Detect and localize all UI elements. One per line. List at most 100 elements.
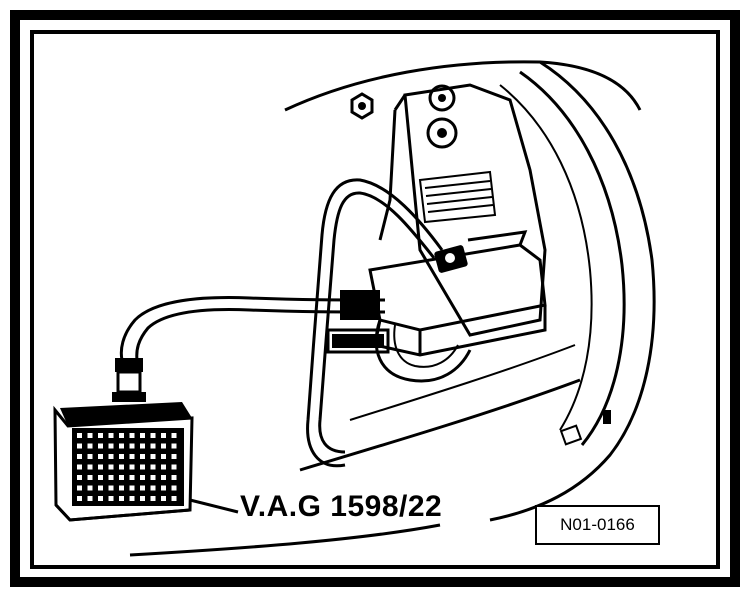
- callout-leader-line: [189, 498, 239, 514]
- socket-hole: [129, 454, 135, 459]
- socket-hole: [108, 475, 114, 480]
- socket-hole: [129, 475, 135, 480]
- socket-hole: [87, 475, 93, 480]
- socket-hole: [108, 454, 114, 459]
- socket-hole: [98, 475, 103, 480]
- socket-hole: [171, 443, 177, 449]
- socket-hole: [171, 485, 177, 491]
- socket-hole: [77, 485, 82, 491]
- socket-hole: [171, 454, 177, 459]
- figure-reference-box: N01-0166: [535, 505, 660, 545]
- socket-hole: [161, 475, 166, 480]
- body-upper-curve: [284, 60, 642, 112]
- socket-hole: [171, 433, 177, 438]
- socket-hole: [87, 485, 93, 491]
- adapter-cable-outer: [119, 296, 386, 361]
- panel-hole-2-inner: [437, 128, 447, 138]
- socket-hole: [77, 454, 82, 459]
- bolt-icon: [350, 92, 374, 120]
- sill-line: [299, 378, 581, 472]
- wheel-arch-inner-2: [499, 84, 593, 431]
- socket-hole: [87, 443, 93, 449]
- socket-hole: [119, 464, 124, 470]
- adapter-cable-inner: [135, 308, 386, 361]
- panel-hole-1-inner: [438, 94, 446, 102]
- body-lower-curve: [129, 523, 441, 557]
- socket-hole: [98, 433, 103, 438]
- socket-hole: [77, 475, 82, 480]
- socket-hole: [98, 485, 103, 491]
- socket-hole: [77, 433, 82, 438]
- sill-line-2: [349, 344, 576, 421]
- wheel-arch-outer: [489, 60, 656, 522]
- figure-reference-label: N01-0166: [560, 515, 635, 534]
- socket-hole: [108, 433, 114, 438]
- test-cable-inner: [318, 191, 436, 454]
- socket-hole: [171, 475, 177, 480]
- panel-hole-2: [426, 117, 458, 149]
- socket-hole: [140, 475, 145, 480]
- socket-hole: [171, 496, 177, 501]
- socket-hole: [119, 433, 124, 438]
- socket-hole: [108, 496, 114, 501]
- socket-hole: [98, 443, 103, 449]
- socket-hole: [161, 454, 166, 459]
- socket-hole: [140, 496, 145, 501]
- socket-hole: [119, 496, 124, 501]
- socket-hole: [150, 454, 156, 459]
- label-plate: [418, 170, 497, 224]
- socket-hole: [161, 443, 166, 449]
- socket-hole: [77, 443, 82, 449]
- socket-hole: [171, 464, 177, 470]
- panel-flange: [378, 94, 407, 241]
- socket-hole: [87, 496, 93, 501]
- tool-callout-label: V.A.G 1598/22: [240, 490, 443, 523]
- strain-relief: [112, 358, 146, 402]
- socket-hole: [129, 485, 135, 491]
- cable-branch-2: [393, 324, 459, 368]
- socket-hole: [161, 464, 166, 470]
- socket-hole: [77, 464, 82, 470]
- socket-hole: [98, 464, 103, 470]
- socket-hole: [98, 454, 103, 459]
- socket-hole: [140, 464, 145, 470]
- cable-branch-1: [374, 319, 472, 383]
- socket-hole: [140, 443, 145, 449]
- socket-hole: [108, 485, 114, 491]
- socket-hole: [161, 496, 166, 501]
- test-cable-outer: [306, 178, 444, 468]
- socket-hole: [119, 443, 124, 449]
- socket-hole: [87, 464, 93, 470]
- socket-hole: [119, 485, 124, 491]
- socket-hole: [150, 464, 156, 470]
- socket-hole: [77, 496, 82, 501]
- socket-hole: [161, 433, 166, 438]
- diagnostic-test-box-icon: [53, 402, 194, 522]
- socket-hole: [150, 433, 156, 438]
- body-clip: [559, 410, 611, 446]
- mounting-panel: [403, 83, 547, 337]
- socket-hole: [129, 443, 135, 449]
- socket-hole: [150, 485, 156, 491]
- cable-plug: [434, 245, 468, 273]
- socket-hole: [129, 496, 135, 501]
- socket-hole: [98, 496, 103, 501]
- connector-block: [326, 290, 390, 354]
- socket-hole: [108, 443, 114, 449]
- panel-hole-1: [428, 84, 456, 112]
- socket-hole: [140, 433, 145, 438]
- socket-hole: [150, 496, 156, 501]
- socket-hole: [87, 433, 93, 438]
- socket-hole: [108, 464, 114, 470]
- socket-hole: [140, 485, 145, 491]
- socket-hole: [119, 475, 124, 480]
- socket-hole: [150, 443, 156, 449]
- socket-hole: [119, 454, 124, 459]
- socket-hole: [140, 454, 145, 459]
- outer-frame: [10, 10, 740, 587]
- socket-hole: [129, 433, 135, 438]
- socket-hole: [161, 485, 166, 491]
- wheel-arch-inner: [519, 70, 626, 446]
- socket-hole: [129, 464, 135, 470]
